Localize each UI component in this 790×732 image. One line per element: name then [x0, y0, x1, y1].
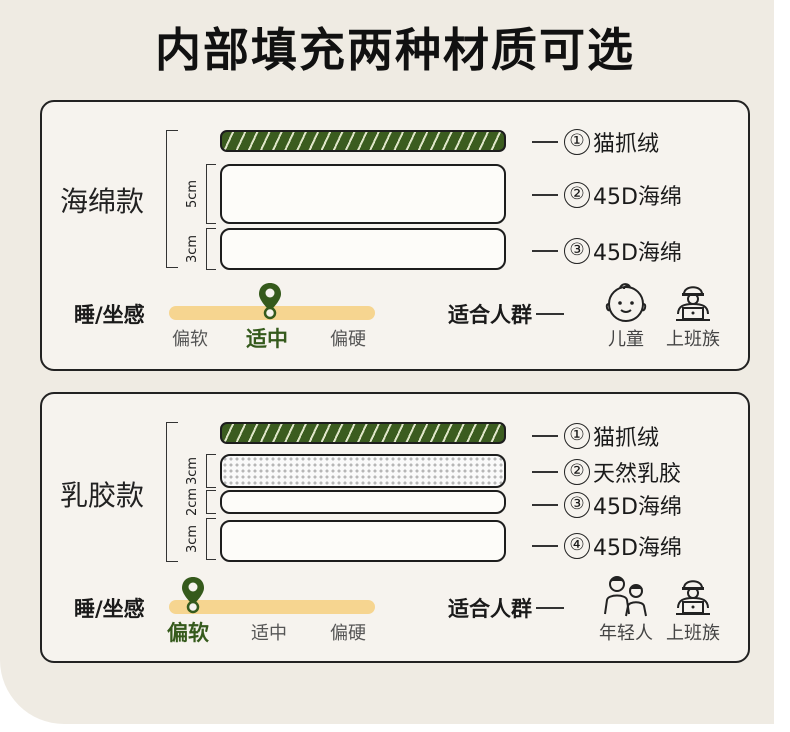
page-title: 内部填充两种材质可选: [155, 23, 635, 77]
sponge-dim-1: 5cm: [185, 179, 200, 209]
child-face-icon: [605, 283, 647, 322]
latex-dim-2: 2cm: [185, 487, 200, 517]
sponge-layer-foam-2: [220, 228, 506, 270]
latex-tick-firm: 偏硬: [330, 623, 366, 644]
sponge-tick-soft: 偏软: [172, 329, 208, 350]
sponge-style-label: 海绵款: [60, 185, 145, 218]
office-worker-icon: [676, 286, 710, 321]
latex-layer-foam-2: [220, 520, 506, 562]
latex-style-label: 乳胶款: [60, 479, 145, 512]
sponge-layer-foam-1: [220, 164, 506, 224]
latex-dim-bracket-3: [206, 518, 216, 560]
sponge-crowd-title: 适合人群: [448, 299, 564, 329]
latex-layer-fabric: [220, 422, 506, 444]
latex-crowd-label-2: 上班族: [666, 623, 720, 644]
latex-feel-slider: [169, 600, 375, 614]
latex-layer-foam-1: [220, 490, 506, 514]
sponge-dim-2: 3cm: [185, 234, 200, 264]
latex-dim-3: 3cm: [185, 524, 200, 554]
latex-total-bracket: [166, 422, 178, 562]
latex-feel-title: 睡/坐感: [74, 597, 145, 621]
sponge-crowd-label-2: 上班族: [666, 329, 720, 350]
sponge-tick-firm: 偏硬: [330, 329, 366, 350]
sponge-feel-pin-icon: [259, 283, 281, 320]
sponge-dim-bracket-2: [206, 228, 216, 270]
sponge-feel-title: 睡/坐感: [74, 303, 145, 327]
latex-tick-soft: 偏软: [167, 621, 209, 645]
latex-dim-bracket-1: [206, 454, 216, 488]
sponge-dim-bracket-1: [206, 164, 216, 224]
office-worker-icon: [676, 580, 710, 615]
latex-tick-medium: 适中: [251, 623, 287, 644]
young-people-icon: [604, 576, 647, 617]
sponge-crowd-label-1: 儿童: [608, 329, 644, 350]
latex-crowd-title: 适合人群: [448, 593, 564, 623]
sponge-tick-medium: 适中: [246, 327, 288, 351]
latex-feel-pin-icon: [182, 577, 204, 614]
sponge-total-bracket: [166, 130, 178, 268]
sponge-layer-fabric: [220, 130, 506, 152]
latex-dim-bracket-2: [206, 490, 216, 514]
latex-layer-latex: [220, 454, 506, 488]
latex-crowd-label-1: 年轻人: [599, 623, 653, 644]
